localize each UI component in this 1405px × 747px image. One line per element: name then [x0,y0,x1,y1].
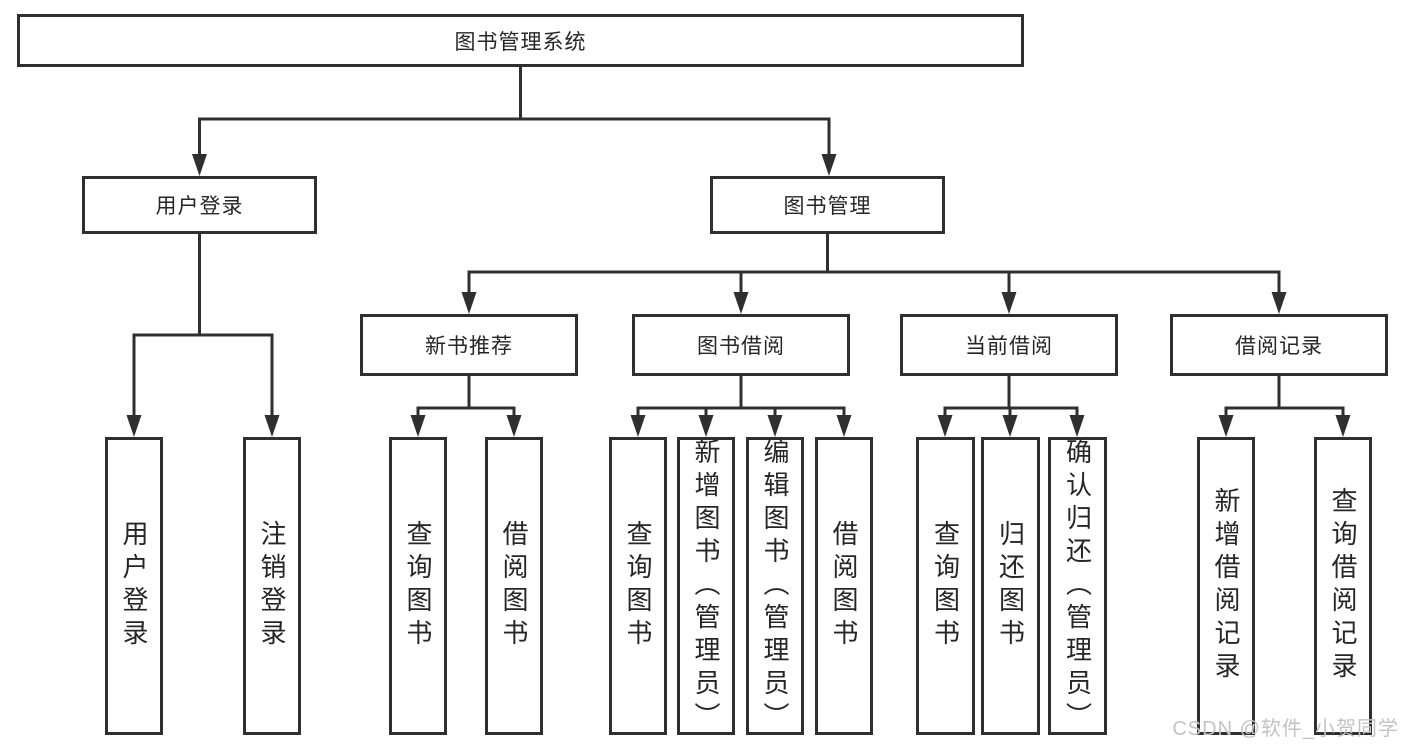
csdn-watermark: CSDN @软件_小贺同学 [1172,718,1399,740]
leaf-confirm-return-admin: 确认归还（管理员） [1048,437,1107,735]
node-label: 借阅图书 [829,520,859,652]
node-user-login: 用户登录 [82,176,317,234]
arrowhead-icon [126,415,142,437]
node-library-management-system: 图书管理系统 [17,14,1024,67]
node-label: 借阅图书 [499,520,529,652]
leaf-add-book-admin: 新增图书（管理员） [677,437,735,735]
node-book-management: 图书管理 [710,176,945,234]
arrowhead-icon [767,415,783,437]
arrowhead-icon [698,415,714,437]
arrowhead-icon [1271,292,1287,314]
leaf-user-login: 用户登录 [105,437,163,735]
arrowhead-icon [630,415,646,437]
leaf-return-book: 归还图书 [981,437,1040,735]
arrowhead-icon [1218,415,1234,437]
node-label: 确认归还（管理员） [1062,437,1093,735]
node-label: 用户登录 [155,195,244,218]
node-label: 查询图书 [623,520,653,652]
leaf-borrow-book-recommend: 借阅图书 [485,437,543,735]
arrowhead-icon [1069,415,1085,437]
node-label: 图书管理 [783,195,872,218]
node-label: 注销登录 [257,520,287,652]
node-label: 借阅记录 [1235,335,1323,358]
leaf-add-borrow-record: 新增借阅记录 [1197,437,1255,735]
node-label: 查询图书 [403,520,433,652]
leaf-edit-book-admin: 编辑图书（管理员） [746,437,804,735]
node-label: 查询图书 [930,520,961,652]
node-label: 图书管理系统 [454,30,587,54]
node-label: 新书推荐 [425,335,513,358]
node-label: 当前借阅 [965,335,1053,358]
arrowhead-icon [937,415,953,437]
leaf-logout-login: 注销登录 [243,437,301,735]
arrowhead-icon [506,415,522,437]
leaf-query-book-borrowing: 查询图书 [609,437,667,735]
node-label: 用户登录 [119,520,149,652]
arrowhead-icon [264,415,280,437]
node-label: 新增图书（管理员） [691,437,721,735]
leaf-query-book-recommend: 查询图书 [389,437,447,735]
leaf-query-book-current: 查询图书 [916,437,975,735]
node-label: 新增借阅记录 [1211,487,1241,685]
node-label: 图书借阅 [697,335,785,358]
arrowhead-icon [1001,292,1017,314]
arrowhead-icon [1002,415,1018,437]
leaf-borrow-book-borrowing: 借阅图书 [815,437,873,735]
node-label: 归还图书 [995,520,1026,652]
node-label: 查询借阅记录 [1328,487,1358,685]
node-book-borrowing: 图书借阅 [632,314,850,376]
arrowhead-icon [821,154,837,176]
node-label: 编辑图书（管理员） [760,437,790,735]
arrowhead-icon [733,292,749,314]
node-current-borrowing: 当前借阅 [900,314,1118,376]
arrowhead-icon [1335,415,1351,437]
leaf-query-borrow-record: 查询借阅记录 [1314,437,1372,735]
node-new-book-recommend: 新书推荐 [360,314,578,376]
arrowhead-icon [461,292,477,314]
arrowhead-icon [836,415,852,437]
node-borrowing-records: 借阅记录 [1170,314,1388,376]
arrowhead-icon [410,415,426,437]
arrowhead-icon [192,154,207,176]
